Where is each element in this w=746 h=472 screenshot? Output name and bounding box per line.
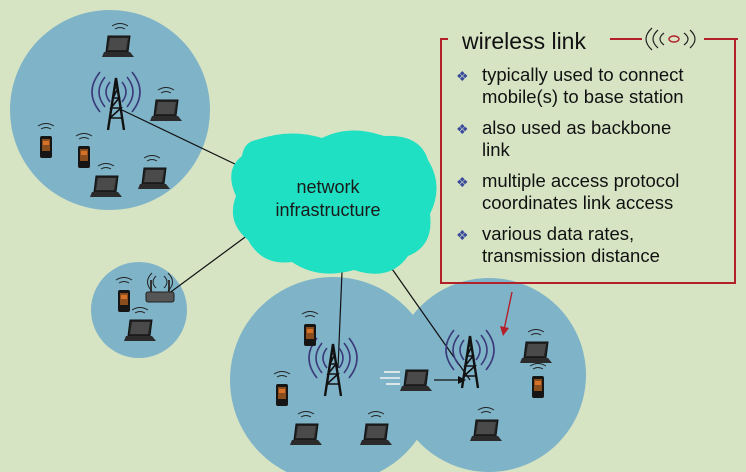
cloud-label-line2: infrastructure: [275, 200, 381, 220]
bullet-diamond-icon: ❖: [456, 68, 469, 84]
bullet-diamond-icon: ❖: [456, 121, 469, 137]
bullet-diamond-icon: ❖: [456, 227, 469, 243]
wireless-link-bullets: ❖ typically used to connect mobile(s) to…: [454, 64, 730, 276]
cloud-label: network infrastructure: [248, 176, 408, 222]
network-infrastructure-cloud: [231, 130, 437, 274]
wireless-signal-icon: [645, 27, 696, 51]
bullet-item: ❖ various data rates, transmission dista…: [456, 223, 660, 266]
bullet-item: ❖ multiple access protocol coordinates l…: [456, 170, 680, 213]
motion-lines: [380, 371, 400, 385]
cell-small-left: [91, 262, 187, 358]
cloud-label-line1: network: [296, 177, 360, 197]
bullet-item: ❖ also used as backbone link: [456, 117, 672, 160]
wireless-link-pointer: [503, 291, 513, 331]
router-icon: [145, 272, 175, 303]
wireless-link-box: [440, 38, 736, 284]
cell-bottom-right: [392, 278, 586, 472]
wireless-link-title: wireless link: [458, 28, 590, 55]
bullet-diamond-icon: ❖: [456, 174, 469, 190]
bullet-item: ❖ typically used to connect mobile(s) to…: [456, 64, 684, 107]
